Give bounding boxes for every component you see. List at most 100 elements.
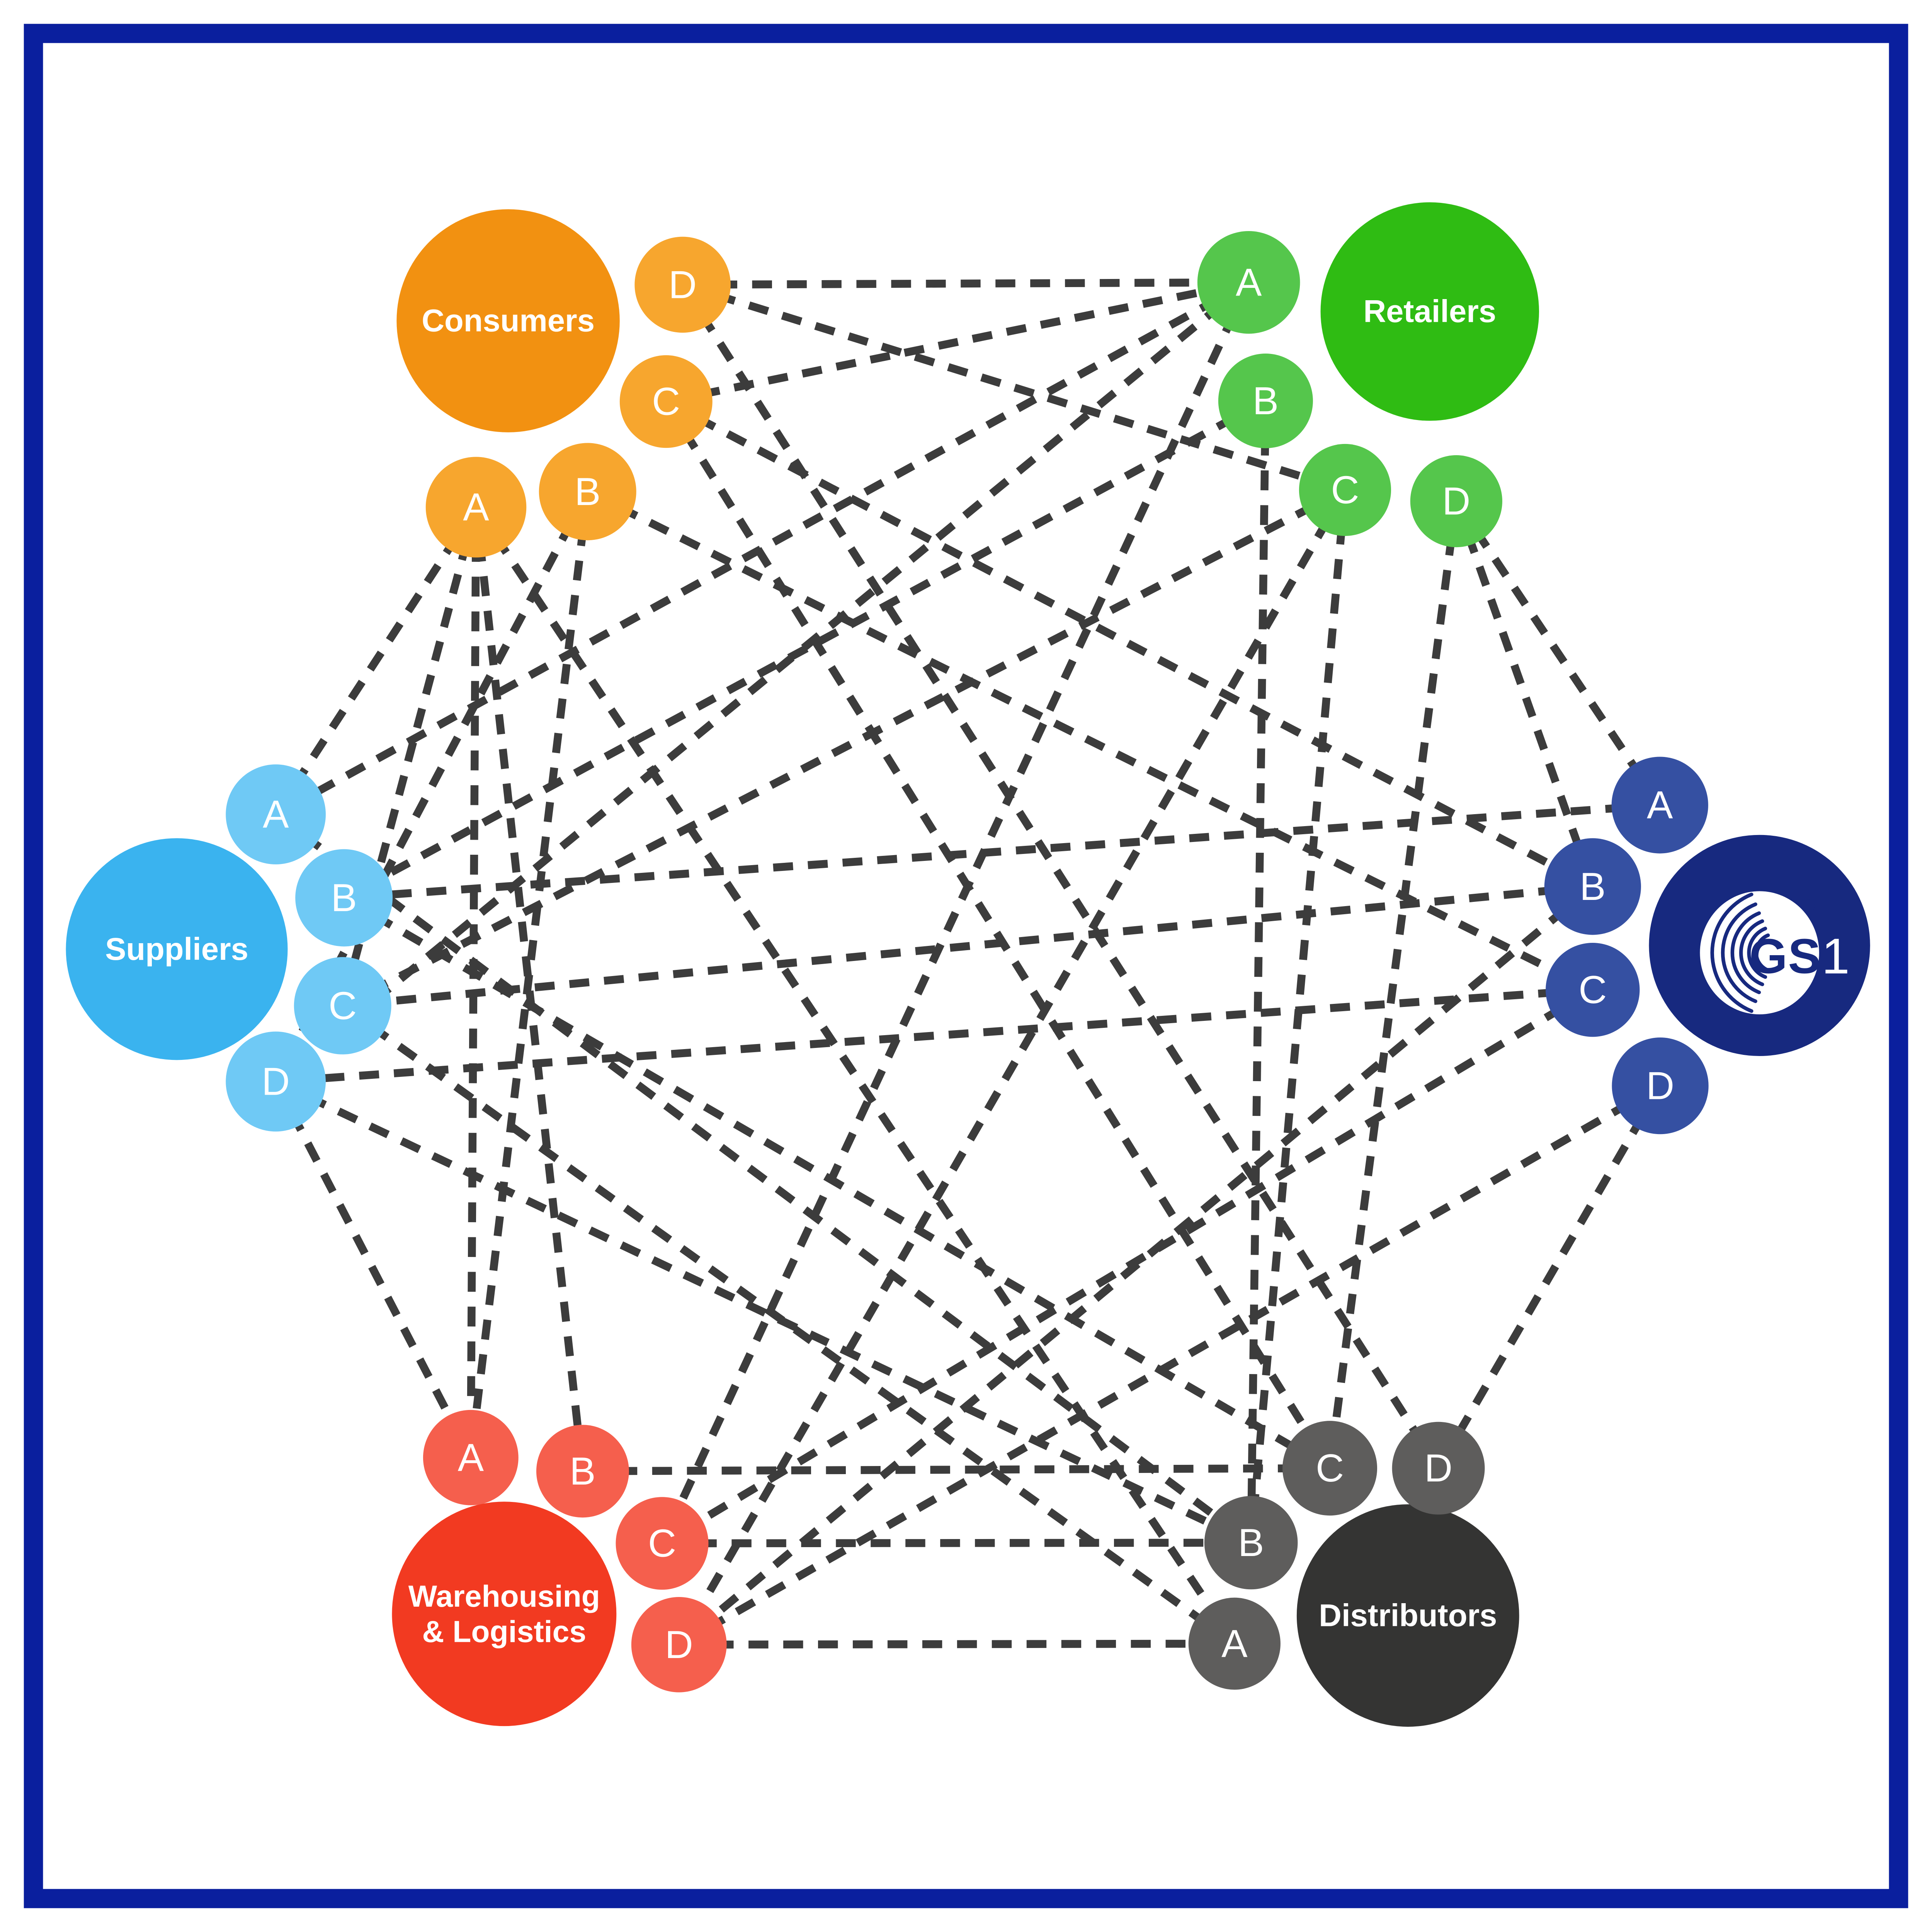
edge-consumers.B-suppliers.D <box>272 490 591 1083</box>
satellite-distributors-D-label: D <box>1424 1446 1452 1490</box>
edge-consumers.C-retailers.A <box>665 278 1250 406</box>
cluster-retailers-label: Retailers <box>1363 294 1496 329</box>
gs1-logo-one: 1 <box>1821 928 1849 984</box>
edge-retailers.A-warehousing.C <box>658 281 1252 1545</box>
edge-consumers.B-gs1.C <box>586 488 1595 993</box>
satellite-consumers-B-label: B <box>575 470 600 514</box>
cluster-retailers-hub <box>1320 202 1539 421</box>
edge-suppliers.D-warehousing.A <box>272 1080 474 1460</box>
edge-consumers.A-distributors.A <box>473 505 1238 1646</box>
satellite-gs1-C <box>1546 943 1640 1037</box>
satellite-distributors-A-label: A <box>1221 1622 1248 1665</box>
edge-suppliers.D-distributors.B <box>274 1078 1253 1546</box>
satellite-consumers-C-label: C <box>652 380 680 423</box>
gs1-logo-arc-6 <box>1754 933 1770 972</box>
edge-retailers.A-suppliers.A <box>274 279 1251 818</box>
satellite-gs1-D <box>1612 1037 1709 1134</box>
edge-consumers.D-distributors.D <box>679 282 1442 1471</box>
satellite-retailers-D-label: D <box>1442 480 1470 523</box>
frame-border <box>24 24 1908 1908</box>
satellite-retailers-C-label: C <box>1331 468 1359 512</box>
edge-retailers.B-distributors.B <box>1247 401 1270 1543</box>
satellite-distributors-C-label: C <box>1316 1446 1344 1490</box>
cluster-consumers-hub <box>396 209 620 432</box>
satellite-gs1-A-label: A <box>1647 783 1673 827</box>
satellite-warehousing-A-label: A <box>458 1436 484 1480</box>
cluster-warehousing-hub <box>392 1502 617 1726</box>
edge-consumers.A-suppliers.A <box>272 505 480 817</box>
satellite-warehousing-D-label: D <box>665 1623 693 1667</box>
gs1-logo-arc-1 <box>1710 893 1753 1013</box>
cluster-warehousing-label: Warehousing& Logistics <box>408 1579 600 1648</box>
cluster-distributors-hub <box>1296 1504 1519 1727</box>
satellite-retailers-B-label: B <box>1253 379 1279 423</box>
satellite-retailers-B <box>1218 354 1313 449</box>
satellite-consumers-C <box>619 355 713 448</box>
satellite-warehousing-D <box>631 1597 727 1692</box>
cluster-suppliers-hub <box>66 838 288 1060</box>
satellite-suppliers-B <box>295 849 393 947</box>
edge-gs1.D-warehousing.D <box>677 1082 1662 1648</box>
satellite-gs1-B-label: B <box>1580 865 1605 908</box>
edge-consumers.C-distributors.C <box>663 399 1333 1471</box>
cluster-warehousing: Warehousing& Logistics A B C D <box>392 1410 727 1726</box>
edge-warehousing.D-distributors.A <box>679 1639 1235 1649</box>
edge-gs1.D-distributors.D <box>1435 1083 1664 1470</box>
gs1-logo-arc-2 <box>1721 902 1757 1003</box>
edge-gs1.A-suppliers.B <box>344 801 1660 902</box>
edge-consumers.D-retailers.A <box>682 278 1249 289</box>
satellite-gs1-B <box>1544 838 1641 935</box>
satellite-warehousing-C <box>616 1497 709 1590</box>
satellite-retailers-C <box>1299 444 1391 536</box>
edge-retailers.D-gs1.A <box>1453 499 1663 808</box>
satellite-suppliers-A <box>226 764 326 864</box>
satellite-consumers-B <box>539 443 636 541</box>
satellite-suppliers-C-label: C <box>328 984 357 1027</box>
gs1-logo-text: GS <box>1749 929 1821 983</box>
satellite-suppliers-D-label: D <box>262 1060 290 1104</box>
edge-gs1.B-suppliers.C <box>342 883 1593 1010</box>
satellite-gs1-C-label: C <box>1578 968 1607 1012</box>
satellite-retailers-A <box>1197 231 1300 334</box>
satellite-distributors-D <box>1392 1422 1485 1515</box>
cluster-suppliers-label: Suppliers <box>105 932 248 967</box>
satellite-distributors-B <box>1204 1496 1298 1590</box>
satellite-warehousing-B-label: B <box>570 1449 595 1493</box>
cluster-consumers-label: Consumers <box>422 303 595 338</box>
cluster-retailers: Retailers A B C D <box>1197 202 1539 548</box>
satellite-retailers-A-label: A <box>1236 260 1262 304</box>
satellite-gs1-D-label: D <box>1646 1064 1674 1108</box>
edge-consumers.B-warehousing.A <box>467 491 592 1458</box>
registered-mark: ® <box>1801 895 1815 917</box>
edge-suppliers.B-distributors.C <box>342 894 1332 1472</box>
satellite-warehousing-A <box>423 1410 519 1505</box>
edge-retailers.D-distributors.C <box>1326 500 1461 1469</box>
edge-consumers.D-retailers.C <box>681 281 1347 494</box>
satellite-suppliers-B-label: B <box>331 876 357 920</box>
edge-retailers.C-warehousing.D <box>675 488 1349 1647</box>
satellite-distributors-A <box>1188 1597 1281 1690</box>
satellite-suppliers-D <box>226 1031 326 1132</box>
satellite-distributors-C <box>1282 1421 1378 1516</box>
satellite-suppliers-C <box>294 957 391 1054</box>
connection-lines <box>272 278 1664 1649</box>
gs1-logo-arc-4 <box>1739 919 1764 986</box>
satellite-consumers-A-label: A <box>463 485 489 529</box>
cluster-suppliers: Suppliers AB CD <box>66 764 393 1132</box>
edge-consumers.C-gs1.B <box>664 398 1595 890</box>
edge-consumers.A-warehousing.A <box>467 507 480 1458</box>
satellite-warehousing-C-label: C <box>648 1522 676 1565</box>
satellite-distributors-B-label: B <box>1238 1521 1264 1565</box>
edge-retailers.C-suppliers.C <box>341 486 1347 1009</box>
satellite-consumers-D-label: D <box>668 263 697 306</box>
edge-retailers.B-suppliers.B <box>342 397 1268 901</box>
satellite-suppliers-A-label: A <box>263 793 289 836</box>
satellite-retailers-D <box>1410 455 1502 548</box>
satellite-consumers-A <box>425 457 527 558</box>
gs1-logo-arc-3 <box>1730 911 1761 994</box>
